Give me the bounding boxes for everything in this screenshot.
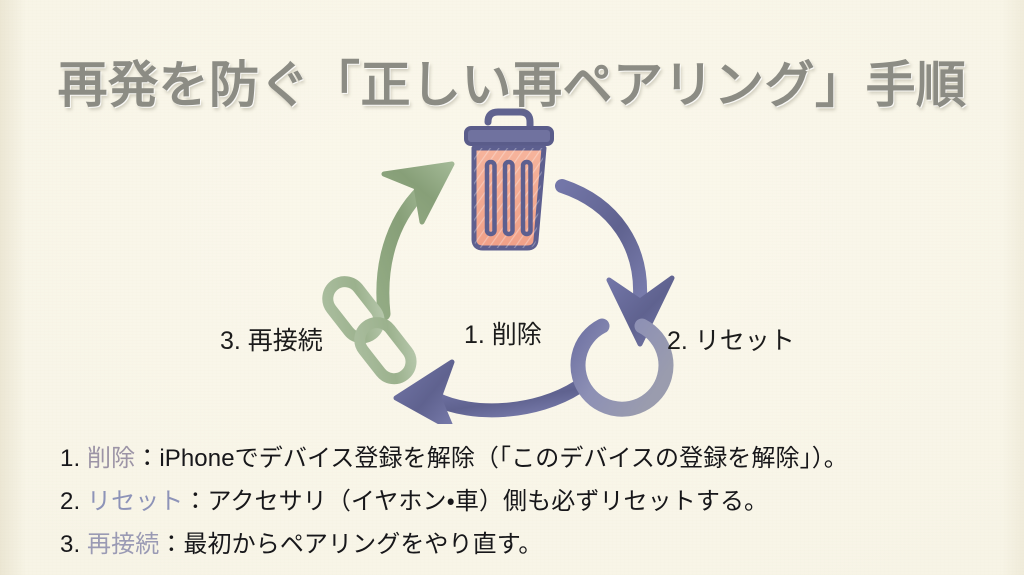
step-number: 2. bbox=[60, 488, 81, 515]
list-item: 3. 再接続：最初からペアリングをやり直す。 bbox=[60, 523, 990, 566]
arrow-reset-to-reconnect bbox=[393, 359, 585, 424]
trash-can-icon bbox=[464, 108, 554, 251]
step-number: 1. bbox=[60, 445, 81, 472]
arrow-delete-to-reset bbox=[555, 179, 675, 347]
step-text: 最初からペアリングをやり直す。 bbox=[183, 531, 543, 558]
node-label-delete: 1. 削除 bbox=[464, 321, 542, 349]
step-text: iPhoneでデバイス登録を解除（「このデバイスの登録を解除」）。 bbox=[159, 445, 848, 472]
step-keyword: 再接続 bbox=[87, 531, 160, 558]
cycle-diagram: 1. 削除 2. リセット 3. 再接続 bbox=[200, 98, 840, 424]
steps-list: 1. 削除：iPhoneでデバイス登録を解除（「このデバイスの登録を解除」）。 … bbox=[60, 437, 990, 566]
step-keyword: リセット bbox=[87, 488, 184, 515]
arrow-reconnect-to-delete bbox=[376, 161, 455, 321]
node-label-reset: 2. リセット bbox=[667, 327, 795, 355]
step-text: アクセサリ（イヤホン・車）側も必ずリセットする。 bbox=[207, 488, 769, 515]
power-button-icon bbox=[570, 301, 674, 417]
list-item: 1. 削除：iPhoneでデバイス登録を解除（「このデバイスの登録を解除」）。 bbox=[60, 437, 990, 480]
node-label-reconnect: 3. 再接続 bbox=[220, 327, 323, 355]
list-item: 2. リセット：アクセサリ（イヤホン・車）側も必ずリセットする。 bbox=[60, 480, 990, 523]
chain-link-icon bbox=[322, 276, 417, 385]
step-separator: ： bbox=[183, 488, 208, 515]
step-separator: ： bbox=[135, 445, 160, 472]
step-separator: ： bbox=[159, 531, 184, 558]
step-keyword: 削除 bbox=[87, 445, 136, 472]
page-title: 再発を防ぐ「正しい再ペアリング」手順 bbox=[57, 56, 967, 113]
step-number: 3. bbox=[60, 531, 81, 558]
